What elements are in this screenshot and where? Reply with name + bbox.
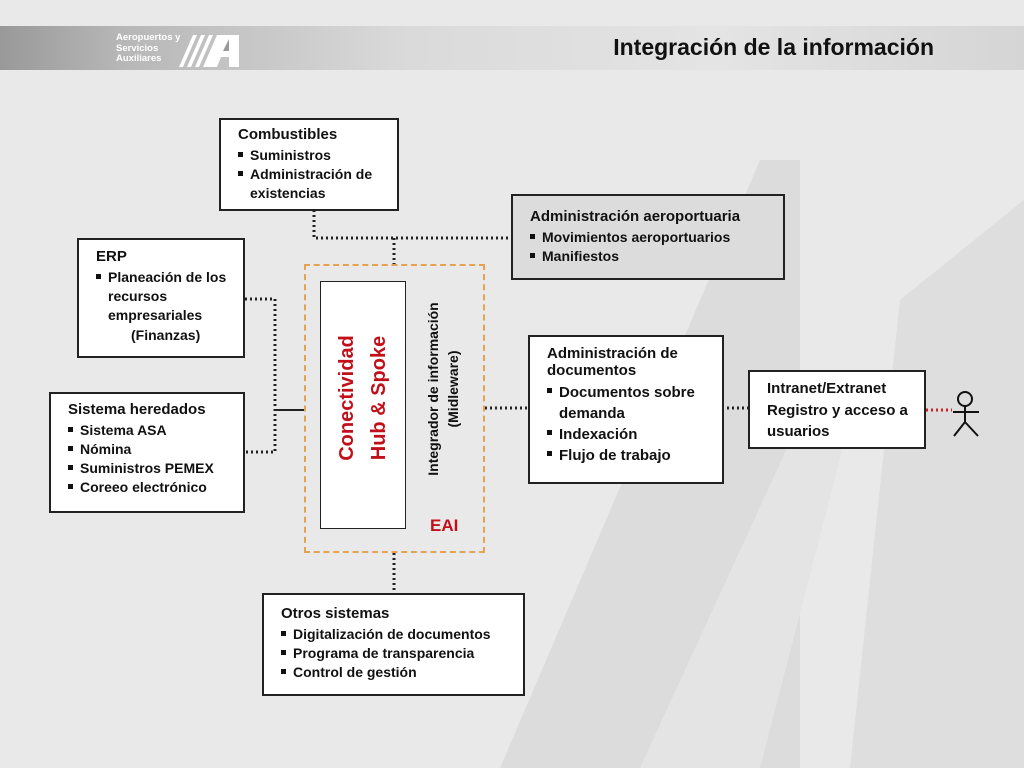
eai-label: EAI [430,516,459,535]
integrator-label-2: (Midleware) [445,350,461,428]
box-administracion-aeroportuaria: Administración aeroportuaria Movimientos… [511,194,785,280]
page-title: Integración de la información [613,34,934,60]
list-item: Control de gestión [281,663,523,682]
company-logo: Aeropuertos y Servicios Auxiliares [116,32,244,67]
list-item: Nómina [68,440,243,459]
erp-title: ERP [96,248,127,265]
hub-label-1: Conectividad [336,335,358,461]
box-sistema-heredados: Sistema heredados Sistema ASA Nómina Sum… [49,392,245,513]
list-item: Manifiestos [530,247,783,266]
logo-line-1: Aeropuertos y [116,32,181,43]
erp-note: (Finanzas) [131,327,201,343]
eai-frame [304,264,485,553]
hub-label-2: Hub & Spoke [368,335,390,461]
list-item: Suministros [238,146,397,165]
otros-title: Otros sistemas [281,605,390,622]
documentos-title: Administración de documentos [547,345,678,379]
asa-logo-icon [179,35,239,67]
list-item: Digitalización de documentos [281,625,523,644]
box-intranet-extranet: Intranet/Extranet Registro y acceso a us… [748,370,926,449]
user-icon [953,391,979,437]
list-item: Indexación [547,424,714,445]
list-item: Sistema ASA [68,421,243,440]
box-administracion-documentos: Administración de documentos Documentos … [528,335,724,484]
box-otros-sistemas: Otros sistemas Digitalización de documen… [262,593,525,696]
list-item: Suministros PEMEX [68,459,243,478]
logo-line-3: Auxiliares [116,53,162,64]
list-item: Administración de existencias [238,165,390,203]
integrator-label-1: Integrador de información [425,302,441,476]
hub-spoke-box [320,281,406,529]
combustibles-title: Combustibles [238,126,338,143]
box-combustibles: Combustibles Suministros Administración … [219,118,399,211]
title-band [0,26,1024,70]
logo-line-2: Servicios [116,42,159,54]
box-erp: ERP Planeación de los recursos empresari… [77,238,245,358]
list-item: Coreeo electrónico [68,478,243,497]
intranet-title: Intranet/Extranet [767,380,887,397]
list-item: Planeación de los recursos empresariales [96,268,248,325]
list-item: Programa de transparencia [281,644,523,663]
list-item: Movimientos aeroportuarios [530,228,783,247]
intranet-line2: Registro y acceso a usuarios [767,402,908,440]
list-item: Flujo de trabajo [547,445,714,466]
heredados-title: Sistema heredados [68,401,206,418]
list-item: Documentos sobre demanda [547,382,714,424]
aeroportuaria-title: Administración aeroportuaria [530,208,741,225]
